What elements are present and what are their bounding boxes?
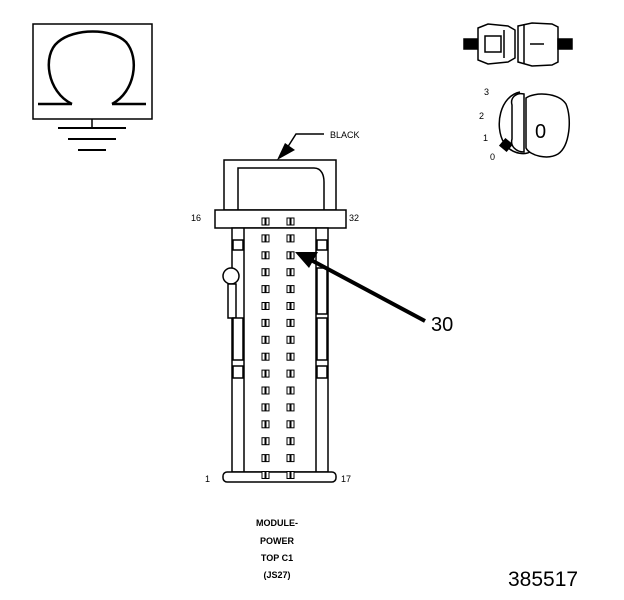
pin-cavity bbox=[261, 471, 270, 479]
pin-cavity bbox=[261, 318, 270, 327]
pin-cavity bbox=[286, 420, 295, 429]
pin-cavity bbox=[286, 234, 295, 243]
caption-line-4: (JS27) bbox=[263, 570, 290, 580]
callout-pin-number: 30 bbox=[431, 314, 453, 336]
pin-cavity bbox=[261, 454, 270, 463]
figure-id: 385517 bbox=[508, 568, 578, 591]
ignition-position-0: 0 bbox=[490, 152, 495, 162]
pin-label-17: 17 bbox=[341, 474, 351, 484]
pin-cavity bbox=[261, 251, 270, 260]
pin-cavity bbox=[261, 352, 270, 361]
pin-label-16: 16 bbox=[191, 213, 201, 223]
pin-label-1: 1 bbox=[205, 474, 210, 484]
caption-line-1: MODULE- bbox=[256, 518, 298, 528]
pin-cavity bbox=[261, 217, 270, 226]
pin-cavity bbox=[286, 251, 295, 260]
pin-cavity bbox=[261, 437, 270, 446]
ignition-position-1: 1 bbox=[483, 133, 488, 143]
pin-grid bbox=[261, 217, 295, 479]
pin-cavity bbox=[286, 403, 295, 412]
pin-cavity bbox=[286, 302, 295, 310]
pin-cavity bbox=[261, 285, 270, 294]
connector-color-label: BLACK bbox=[330, 130, 360, 140]
connector-body bbox=[214, 159, 347, 483]
caption-line-2: POWER bbox=[260, 536, 295, 546]
pin-cavity bbox=[286, 471, 295, 479]
pin-cavity bbox=[261, 386, 270, 395]
pin-cavity bbox=[286, 318, 295, 327]
ignition-key-label: 0 bbox=[535, 121, 546, 143]
pin-cavity bbox=[286, 386, 295, 395]
pin-cavity bbox=[261, 369, 270, 378]
pin-cavity bbox=[286, 335, 295, 344]
pin-cavity bbox=[261, 234, 270, 243]
caption-line-3: TOP C1 bbox=[261, 553, 293, 563]
pin-cavity bbox=[286, 217, 295, 226]
pin-cavity bbox=[286, 285, 295, 294]
callout-arrow-head bbox=[295, 252, 318, 268]
pin-cavity bbox=[261, 268, 270, 277]
color-arrow-head bbox=[277, 143, 295, 160]
pin-cavity bbox=[286, 454, 295, 463]
ignition-key-icon: 3 2 1 0 0 bbox=[479, 87, 571, 162]
ignition-position-2: 2 bbox=[479, 111, 484, 121]
pin-label-32: 32 bbox=[349, 213, 359, 223]
pin-cavity bbox=[286, 369, 295, 378]
pin-cavity bbox=[286, 437, 295, 446]
pin-cavity bbox=[261, 335, 270, 344]
pin-cavity bbox=[261, 302, 270, 310]
pin-cavity bbox=[261, 420, 270, 429]
pin-cavity bbox=[261, 403, 270, 412]
pin-cavity bbox=[286, 352, 295, 361]
ohmmeter-icon bbox=[32, 23, 153, 151]
ignition-position-3: 3 bbox=[484, 87, 489, 97]
connector-plug-icon bbox=[463, 22, 573, 67]
callout-arrow-line bbox=[310, 258, 426, 323]
pin-cavity bbox=[286, 268, 295, 277]
